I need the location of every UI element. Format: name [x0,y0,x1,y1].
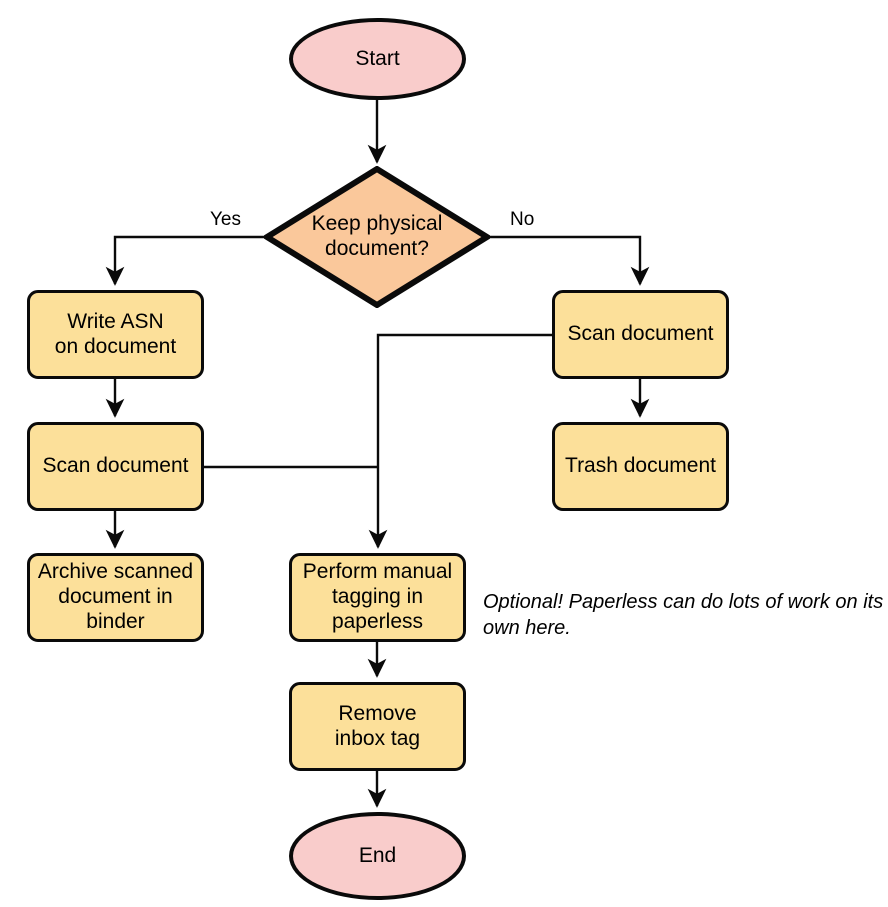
edge-scan-right-to-tagging [368,333,552,549]
node-start-label: Start [355,46,400,70]
node-archive-scanned-document[interactable]: Archive scanned document in binder [27,553,204,642]
node-scan-document-left[interactable]: Scan document [27,422,204,511]
node-scan-document-right[interactable]: Scan document [552,290,729,379]
node-scan-document-left-label: Scan document [42,454,189,478]
edge-decision-yes-to-write-asn [105,235,266,286]
annotation-optional-note: Optional! Paperless can do lots of work … [483,591,884,639]
node-write-asn-label: Write ASN on document [54,309,177,358]
node-trash-document[interactable]: Trash document [552,422,729,511]
node-perform-manual-tagging[interactable]: Perform manual tagging in paperless [289,553,466,642]
node-start[interactable]: Start [289,18,466,100]
node-scan-document-right-label: Scan document [567,322,714,346]
node-end-label: End [358,843,397,867]
edge-decision-no-to-scan-right [488,235,650,286]
node-trash-document-label: Trash document [565,454,716,478]
node-remove-inbox-tag-label: Remove inbox tag [334,701,421,750]
diamond-shape-icon [264,166,490,308]
node-archive-label: Archive scanned document in binder [37,560,194,633]
node-remove-inbox-tag[interactable]: Remove inbox tag [289,682,466,771]
node-tagging-label: Perform manual tagging in paperless [302,560,453,633]
edge-label-yes: Yes [210,209,241,230]
edge-label-no: No [510,209,535,230]
node-decision-keep-physical-document[interactable]: Keep physical document? [264,166,490,308]
node-decision-label: Keep physical document? [311,212,443,260]
node-write-asn-on-document[interactable]: Write ASN on document [27,290,204,379]
node-end[interactable]: End [289,812,466,900]
